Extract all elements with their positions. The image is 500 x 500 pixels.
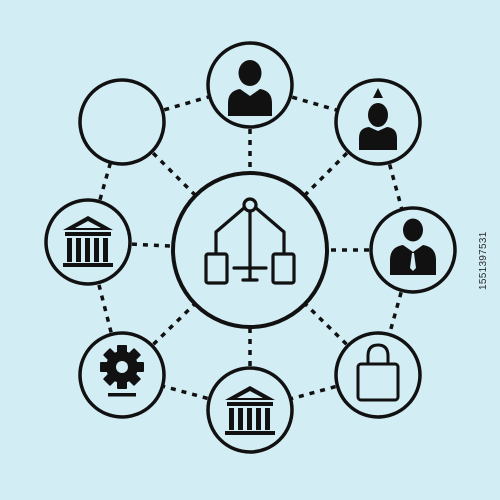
bank-icon [225, 386, 275, 435]
node-bottom-right [334, 331, 422, 419]
node-bottom [206, 366, 294, 454]
hierarchy-balance-icon [204, 197, 296, 285]
node-bottom-left [78, 331, 166, 419]
stock-id-watermark: 1551397531 [478, 231, 489, 290]
bank-icon [63, 216, 113, 267]
center-node [171, 171, 329, 329]
gear-icon [100, 345, 144, 397]
node-left [44, 198, 132, 286]
cone-hat-person-icon [359, 88, 397, 150]
node-top [206, 41, 294, 129]
node-top-right [334, 78, 422, 166]
person-icon [228, 60, 272, 116]
businessman-icon [390, 218, 436, 275]
node-top-left [78, 78, 166, 166]
node-right [369, 206, 457, 294]
lock-icon [356, 343, 400, 402]
